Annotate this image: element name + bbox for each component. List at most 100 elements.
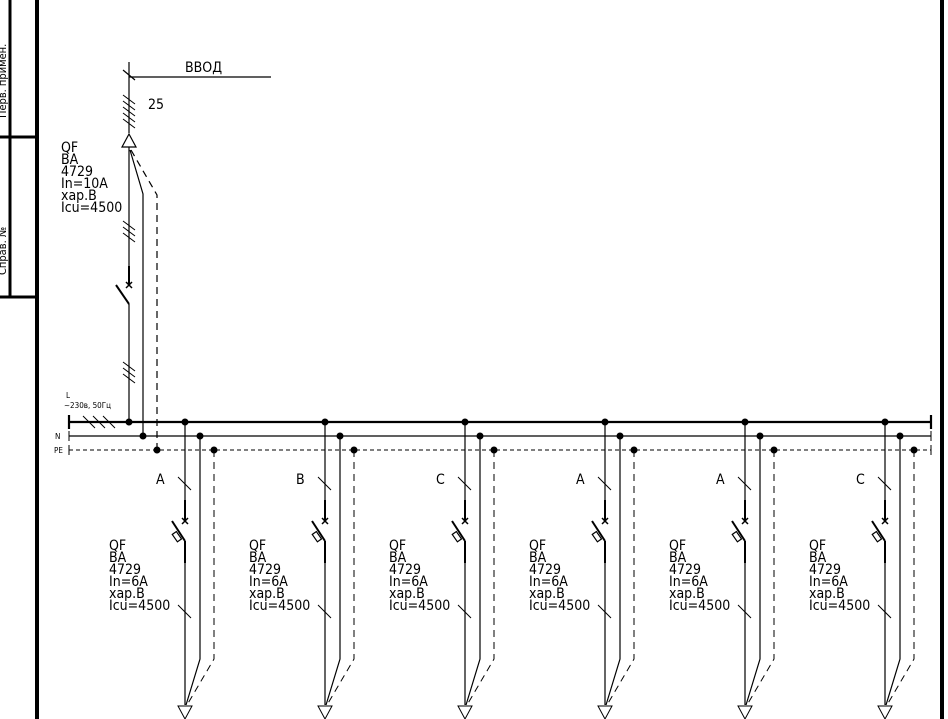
breaker-spec-line: хар.B bbox=[249, 586, 285, 602]
breaker-release-icon bbox=[171, 530, 183, 543]
feeder-phase-label: A bbox=[576, 472, 585, 488]
neutral-conductor bbox=[885, 436, 901, 706]
breaker-spec-line: ВА bbox=[809, 550, 827, 566]
feeder-phase-label: A bbox=[156, 472, 165, 488]
pe-conductor bbox=[186, 450, 215, 706]
breaker-cross-icon bbox=[461, 517, 469, 525]
pe-conductor bbox=[466, 450, 495, 706]
neutral-conductor bbox=[325, 436, 341, 706]
wire-tick bbox=[457, 604, 472, 619]
breaker-spec-line: QF bbox=[109, 538, 126, 554]
breaker-spec-line: Icu=4500 bbox=[109, 598, 170, 614]
wire-tick bbox=[737, 604, 752, 619]
incomer-label: ВВОД bbox=[185, 60, 222, 76]
wire-tick bbox=[597, 476, 612, 491]
breaker-spec-line: 4729 bbox=[109, 562, 141, 578]
breaker-spec-line: ВА bbox=[109, 550, 127, 566]
pe-conductor bbox=[326, 450, 355, 706]
terminal-triangle-icon bbox=[597, 705, 613, 719]
bus-l-spec: ~230в, 50Гц bbox=[64, 401, 111, 410]
breaker-spec-line: хар.B bbox=[61, 188, 97, 204]
breaker-spec-line: Icu=4500 bbox=[61, 200, 122, 216]
breaker-spec-line: QF bbox=[529, 538, 546, 554]
breaker-spec-line: In=6A bbox=[249, 574, 288, 590]
breaker-spec-line: хар.B bbox=[389, 586, 425, 602]
breaker-spec-line: In=10A bbox=[61, 176, 108, 192]
neutral-conductor bbox=[465, 436, 481, 706]
breaker-spec-line: 4729 bbox=[669, 562, 701, 578]
terminal-triangle-icon bbox=[317, 705, 333, 719]
wire-hatch bbox=[122, 94, 136, 129]
breaker-spec-line: ВА bbox=[61, 152, 79, 168]
wire-tick bbox=[177, 476, 192, 491]
breaker-spec-line: Icu=4500 bbox=[529, 598, 590, 614]
breaker-blade bbox=[871, 520, 886, 542]
neutral-conductor bbox=[745, 436, 761, 706]
terminal-triangle-icon bbox=[737, 705, 753, 719]
breaker-spec-line: In=6A bbox=[809, 574, 848, 590]
wire-tick bbox=[457, 476, 472, 491]
breaker-release-icon bbox=[591, 530, 603, 543]
feeder-phase-label: C bbox=[856, 472, 865, 488]
breaker-spec-line: In=6A bbox=[389, 574, 428, 590]
breaker-spec-line: Icu=4500 bbox=[669, 598, 730, 614]
breaker-cross-icon bbox=[881, 517, 889, 525]
breaker-spec-line: QF bbox=[61, 140, 78, 156]
terminal-triangle-icon bbox=[457, 705, 473, 719]
breaker-blade bbox=[311, 520, 326, 542]
breaker-spec-line: хар.B bbox=[669, 586, 705, 602]
wire-tick bbox=[877, 604, 892, 619]
bus-l-label: L bbox=[66, 391, 70, 400]
breaker-blade bbox=[591, 520, 606, 542]
breaker-spec-line: Icu=4500 bbox=[249, 598, 310, 614]
wire-tick bbox=[317, 476, 332, 491]
breaker-spec-line: 4729 bbox=[809, 562, 841, 578]
terminal-triangle-icon bbox=[177, 705, 193, 719]
terminal-triangle-icon bbox=[120, 132, 138, 148]
breaker-spec-line: хар.B bbox=[809, 586, 845, 602]
wire-tick bbox=[877, 476, 892, 491]
feeder-phase-label: C bbox=[436, 472, 445, 488]
breaker-spec-line: ВА bbox=[529, 550, 547, 566]
wire-tick bbox=[177, 604, 192, 619]
breaker-spec-line: QF bbox=[809, 538, 826, 554]
feeder-phase-label: A bbox=[716, 472, 725, 488]
feeder-phase-label: B bbox=[296, 472, 305, 488]
breaker-release-icon bbox=[731, 530, 743, 543]
breaker-blade bbox=[171, 520, 186, 542]
breaker-spec-line: ВА bbox=[249, 550, 267, 566]
pe-conductor bbox=[606, 450, 635, 706]
wire-count: 25 bbox=[148, 97, 164, 113]
breaker-release-icon bbox=[871, 530, 883, 543]
neutral-conductor bbox=[185, 436, 201, 706]
bus-n-label: N bbox=[55, 432, 60, 441]
breaker-spec-line: Icu=4500 bbox=[389, 598, 450, 614]
breaker-spec-line: 4729 bbox=[529, 562, 561, 578]
neutral-conductor bbox=[605, 436, 621, 706]
breaker-cross-icon bbox=[741, 517, 749, 525]
breaker-blade bbox=[451, 520, 466, 542]
stamp-sprav-no: Справ. № bbox=[0, 227, 9, 275]
breaker-blade bbox=[731, 520, 746, 542]
breaker-cross-icon bbox=[181, 517, 189, 525]
breaker-spec-line: 4729 bbox=[61, 164, 93, 180]
breaker-spec-line: Icu=4500 bbox=[809, 598, 870, 614]
breaker-spec-line: In=6A bbox=[109, 574, 148, 590]
breaker-spec-line: 4729 bbox=[249, 562, 281, 578]
bus-pe-label: PE bbox=[54, 446, 63, 455]
breaker-spec-line: ВА bbox=[389, 550, 407, 566]
wire-tick bbox=[737, 476, 752, 491]
incomer bbox=[115, 62, 271, 450]
feeders: AQFВА4729In=6Aхар.BIcu=4500BQFВА4729In=6… bbox=[109, 418, 918, 719]
breaker-spec-line: QF bbox=[669, 538, 686, 554]
breaker-release-icon bbox=[451, 530, 463, 543]
stamp-perv-primen: Перв. примен. bbox=[0, 44, 9, 118]
